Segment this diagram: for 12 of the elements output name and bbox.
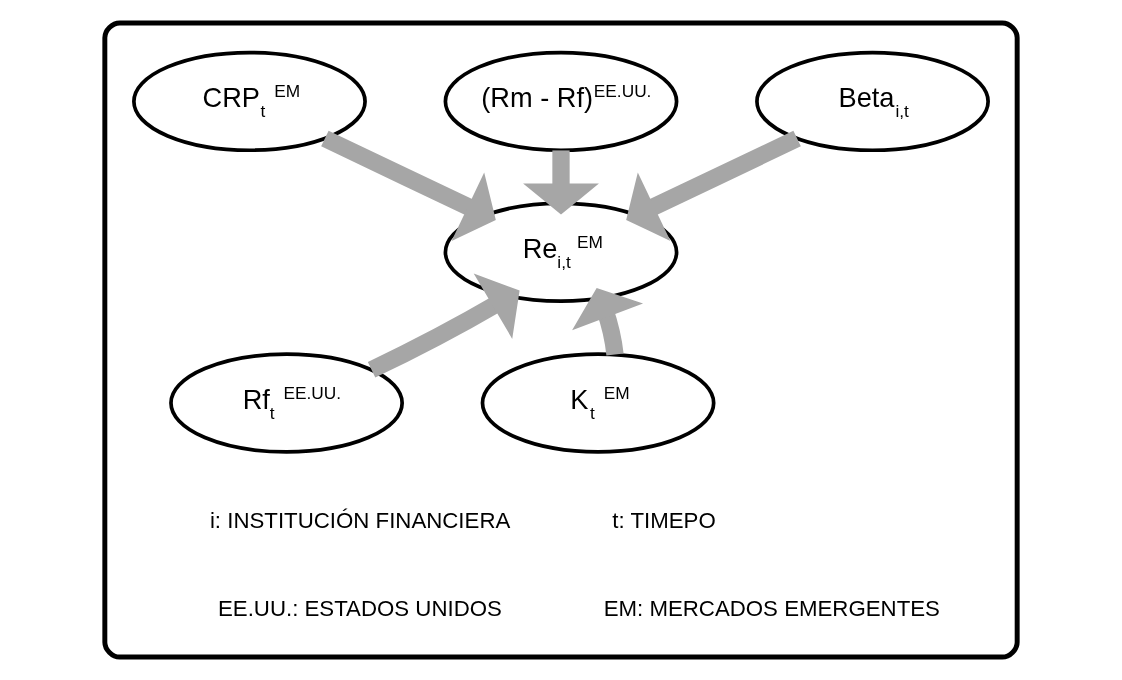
arrow [523, 150, 599, 215]
node-ellipse: (Rm - Rf)$^{EE.UU.}$ [443, 50, 679, 153]
node-ellipse: Beta$_{i,t}$ [755, 50, 990, 153]
arrow [626, 130, 801, 241]
arrow [367, 273, 520, 378]
arrow [572, 287, 644, 356]
label: i: INSTITUCIÓN FINANCIERA [209, 507, 511, 533]
cluster [102, 20, 1020, 660]
arrow [321, 130, 496, 241]
label: EM: MERCADOS EMERGENTES [603, 595, 940, 621]
label: EE.UU.: ESTADOS UNIDOS [217, 595, 502, 621]
label: t: TIMEPO [612, 507, 716, 533]
